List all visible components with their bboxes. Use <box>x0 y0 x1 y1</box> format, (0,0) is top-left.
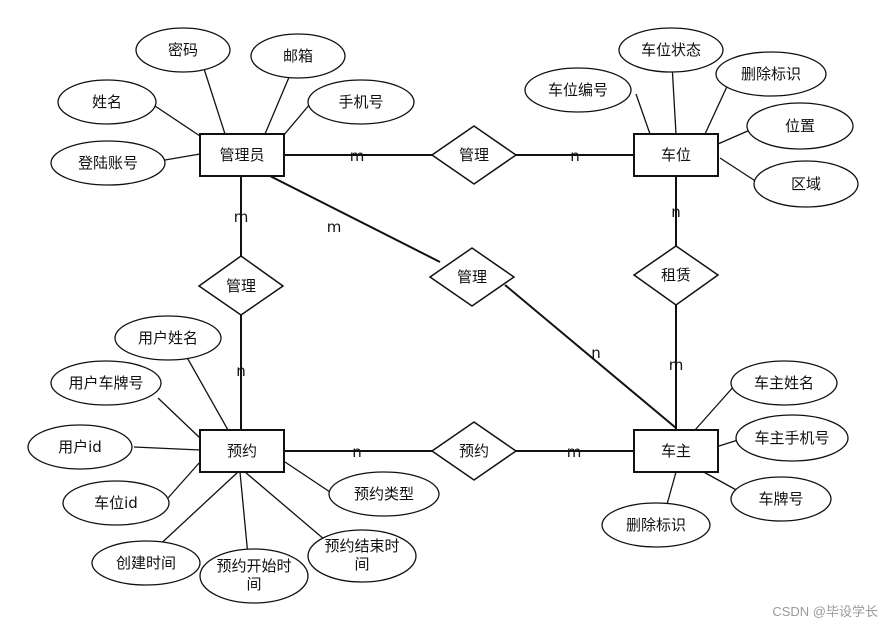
attribute-area: 区域 <box>753 160 859 208</box>
attribute-login-account: 登陆账号 <box>50 140 166 186</box>
card-space-owner-n: n <box>671 203 681 221</box>
svg-text:用户车牌号: 用户车牌号 <box>68 374 143 392</box>
attribute-password: 密码 <box>135 27 231 73</box>
svg-text:登陆账号: 登陆账号 <box>78 154 138 172</box>
card-res-owner-n: n <box>352 443 362 461</box>
entity-owner: 车主 <box>633 429 719 473</box>
svg-text:区域: 区域 <box>791 175 821 193</box>
svg-text:车主姓名: 车主姓名 <box>754 374 814 392</box>
card-admin-owner-n: n <box>591 344 601 362</box>
relationship-admin-reservation: 管理 <box>197 255 285 316</box>
svg-text:管理: 管理 <box>457 268 487 286</box>
attribute-reservation-start-time: 预约开始时间 <box>199 548 309 604</box>
svg-text:密码: 密码 <box>168 41 198 59</box>
svg-text:车位状态: 车位状态 <box>641 41 701 59</box>
svg-text:租赁: 租赁 <box>661 266 691 284</box>
card-admin-owner-m: m <box>327 218 342 236</box>
reservation-end-time-text: 预约结束时间 <box>324 537 399 573</box>
svg-text:车位编号: 车位编号 <box>548 81 608 99</box>
svg-text:管理: 管理 <box>226 277 256 295</box>
svg-text:车位: 车位 <box>661 146 691 164</box>
cardinality-labels: m n m n m n n m n m <box>234 147 684 461</box>
attribute-owner-phone: 车主手机号 <box>735 414 849 462</box>
attribute-reservation-end-time: 预约结束时间 <box>307 529 417 583</box>
attribute-user-name: 用户姓名 <box>114 315 222 361</box>
admin-attributes: 密码 邮箱 姓名 手机号 登陆账号 <box>50 27 415 186</box>
svg-text:管理员: 管理员 <box>219 146 264 164</box>
relationship-space-owner: 租赁 <box>632 245 720 306</box>
card-admin-res-n: n <box>236 362 246 380</box>
relationship-admin-space: 管理 <box>430 125 518 185</box>
svg-text:车主: 车主 <box>661 442 691 460</box>
svg-text:车主手机号: 车主手机号 <box>754 429 829 447</box>
svg-text:创建时间: 创建时间 <box>116 554 176 572</box>
attribute-space-number: 车位编号 <box>524 67 632 113</box>
svg-text:姓名: 姓名 <box>92 93 122 111</box>
attribute-space-status: 车位状态 <box>618 27 724 73</box>
svg-text:手机号: 手机号 <box>338 93 383 111</box>
relationship-admin-owner: 管理 <box>428 247 516 307</box>
svg-text:管理: 管理 <box>459 146 489 164</box>
card-admin-space-m: m <box>350 147 365 165</box>
attribute-user-plate: 用户车牌号 <box>50 360 162 406</box>
svg-text:预约类型: 预约类型 <box>354 485 414 503</box>
attribute-name: 姓名 <box>57 79 157 125</box>
space-attributes: 车位状态 删除标识 车位编号 位置 区域 <box>524 27 859 208</box>
card-admin-res-m: m <box>234 208 249 226</box>
card-admin-space-n: n <box>570 147 580 165</box>
entity-admin: 管理员 <box>199 133 285 177</box>
svg-text:删除标识: 删除标识 <box>741 65 801 83</box>
entity-parking-space: 车位 <box>633 133 719 177</box>
attribute-plate-number: 车牌号 <box>730 476 832 522</box>
entity-reservation: 预约 <box>199 429 285 473</box>
attribute-user-id: 用户id <box>27 424 133 470</box>
owner-attributes: 车主姓名 车主手机号 车牌号 删除标识 <box>601 360 849 548</box>
watermark: CSDN @毕设学长 <box>772 604 878 619</box>
reservation-start-time-text: 预约开始时间 <box>216 557 291 593</box>
card-space-owner-m: m <box>669 356 684 374</box>
svg-text:用户姓名: 用户姓名 <box>138 329 198 347</box>
attribute-owner-delete-flag: 删除标识 <box>601 502 711 548</box>
attribute-reservation-type: 预约类型 <box>328 471 440 517</box>
svg-text:车牌号: 车牌号 <box>758 490 803 508</box>
svg-text:邮箱: 邮箱 <box>283 47 313 65</box>
svg-text:位置: 位置 <box>785 117 815 135</box>
svg-text:车位id: 车位id <box>94 494 138 512</box>
entities: 管理员 车位 预约 车主 <box>199 133 719 473</box>
svg-text:用户id: 用户id <box>58 438 102 456</box>
attribute-phone: 手机号 <box>307 79 415 125</box>
relationship-reservation-owner: 预约 <box>430 421 518 481</box>
attribute-delete-flag: 删除标识 <box>715 51 827 97</box>
attribute-location: 位置 <box>746 102 854 150</box>
reservation-attributes: 用户姓名 用户车牌号 用户id 车位id 预约类型 创建时间 预约结束时间 预 <box>27 315 440 604</box>
svg-text:删除标识: 删除标识 <box>626 516 686 534</box>
attribute-space-id: 车位id <box>62 480 170 526</box>
connectors <box>133 49 761 557</box>
card-res-owner-m: m <box>567 443 582 461</box>
svg-text:预约: 预约 <box>459 442 489 460</box>
attribute-owner-name: 车主姓名 <box>730 360 838 406</box>
attribute-create-time: 创建时间 <box>91 540 201 586</box>
relationships: 管理 管理 管理 租赁 预约 <box>197 125 720 481</box>
svg-text:预约: 预约 <box>227 442 257 460</box>
attribute-email: 邮箱 <box>250 33 346 79</box>
